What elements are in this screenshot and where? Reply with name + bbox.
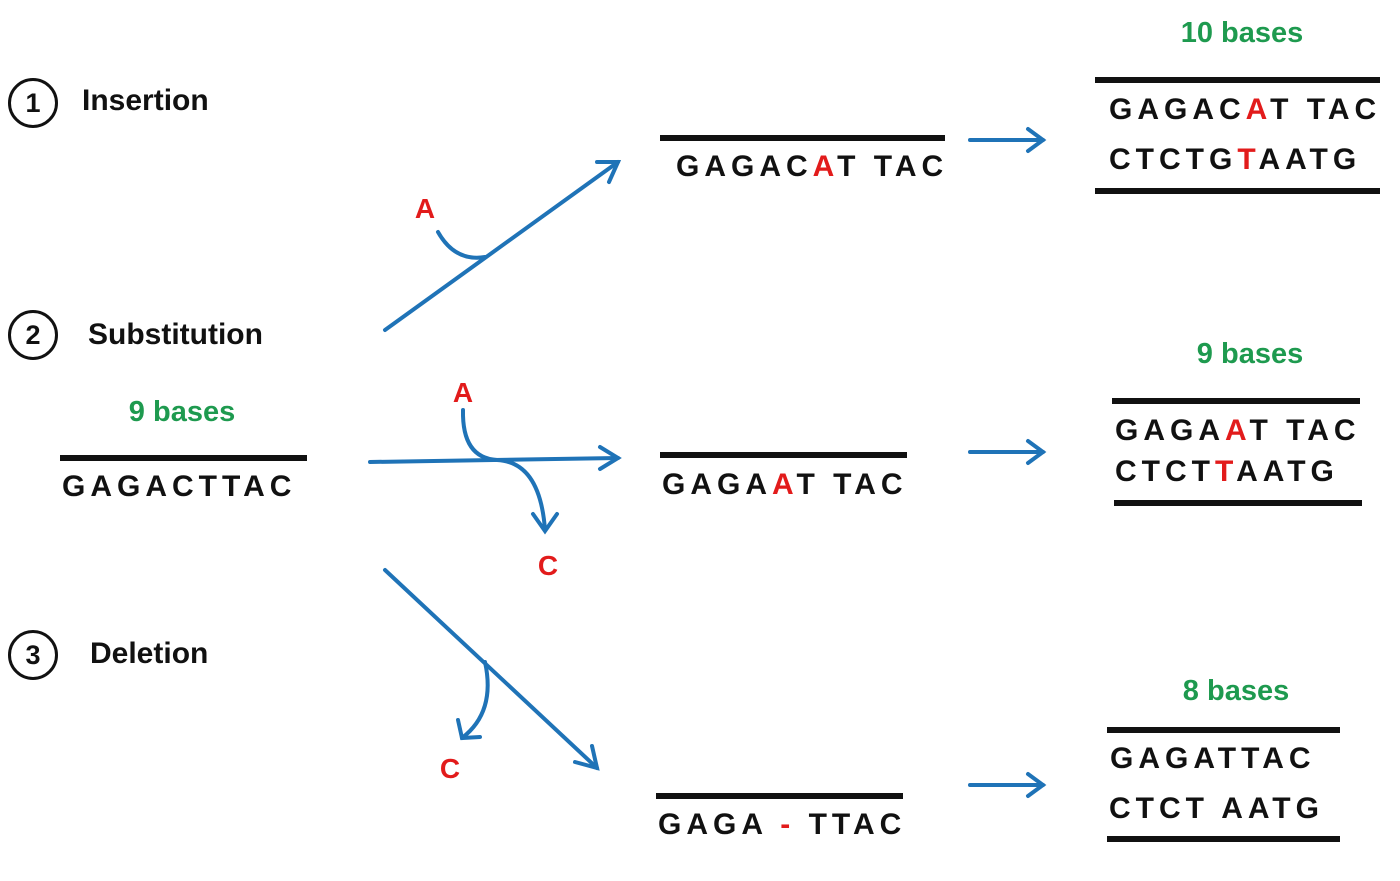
deletion-result-arrowhead xyxy=(1026,772,1047,798)
deletion-count-label: 8 bases xyxy=(1182,675,1290,707)
deletion-result-top-line xyxy=(1107,727,1340,733)
insertion-result-bottom-strand: CTCTGTAATG xyxy=(1109,143,1362,176)
substituted-out-base: C xyxy=(537,550,559,581)
deleted-base: C xyxy=(439,753,461,784)
insertion-count-label: 10 bases xyxy=(1180,17,1304,49)
deletion-arrowhead xyxy=(573,744,600,771)
insertion-arrow xyxy=(383,160,620,332)
deletion-arrow xyxy=(383,568,599,770)
deletion-label: Deletion xyxy=(90,637,209,670)
insertion-number-badge: 1 xyxy=(8,78,58,128)
deletion-number-badge: 3 xyxy=(8,630,58,680)
insertion-base-curve xyxy=(436,230,487,260)
substitution-arrowhead xyxy=(598,445,622,471)
deletion-out-arrowhead xyxy=(456,718,482,741)
deletion-result-bottom-strand: CTCT AATG xyxy=(1109,792,1324,825)
deletion-mutant-line xyxy=(656,793,903,799)
original-strand: GAGACTTAC xyxy=(62,470,297,503)
deletion-out-curve xyxy=(460,660,490,740)
substitution-count-label: 9 bases xyxy=(1196,338,1304,370)
insertion-mutant-line xyxy=(660,135,945,141)
substitution-result-top-strand: GAGAAT TAC xyxy=(1115,414,1361,447)
original-count-label: 9 bases xyxy=(128,396,236,428)
substitution-out-arrowhead xyxy=(531,512,559,535)
insertion-result-arrowhead xyxy=(1026,127,1047,153)
substitution-label: Substitution xyxy=(88,318,263,351)
substitution-mutant-strand: GAGAAT TAC xyxy=(662,468,908,501)
deletion-mutant-strand: GAGA - TTAC xyxy=(658,808,907,841)
insertion-arrowhead xyxy=(595,160,622,184)
deletion-result-top-strand: GAGATTAC xyxy=(1110,742,1316,775)
insertion-result-bottom-line xyxy=(1095,188,1380,194)
substitution-in-curve xyxy=(460,408,499,462)
deletion-result-bottom-line xyxy=(1107,836,1340,842)
substitution-result-arrowhead xyxy=(1026,439,1047,465)
substitution-mutant-line xyxy=(660,452,907,458)
substitution-result-bottom-strand: CTCTTAATG xyxy=(1115,455,1339,488)
insertion-result-top-line xyxy=(1095,77,1380,83)
insertion-label: Insertion xyxy=(82,84,209,117)
inserted-base: A xyxy=(414,193,436,224)
substitution-result-bottom-line xyxy=(1114,500,1362,506)
substitution-number-badge: 2 xyxy=(8,310,58,360)
insertion-result-top-strand: GAGACAT TAC xyxy=(1109,93,1382,126)
substitution-out-curve xyxy=(495,458,547,532)
substituted-in-base: A xyxy=(452,377,474,408)
substitution-result-top-line xyxy=(1112,398,1360,404)
insertion-mutant-strand: GAGACAT TAC xyxy=(676,150,949,183)
original-strand-line xyxy=(60,455,307,461)
